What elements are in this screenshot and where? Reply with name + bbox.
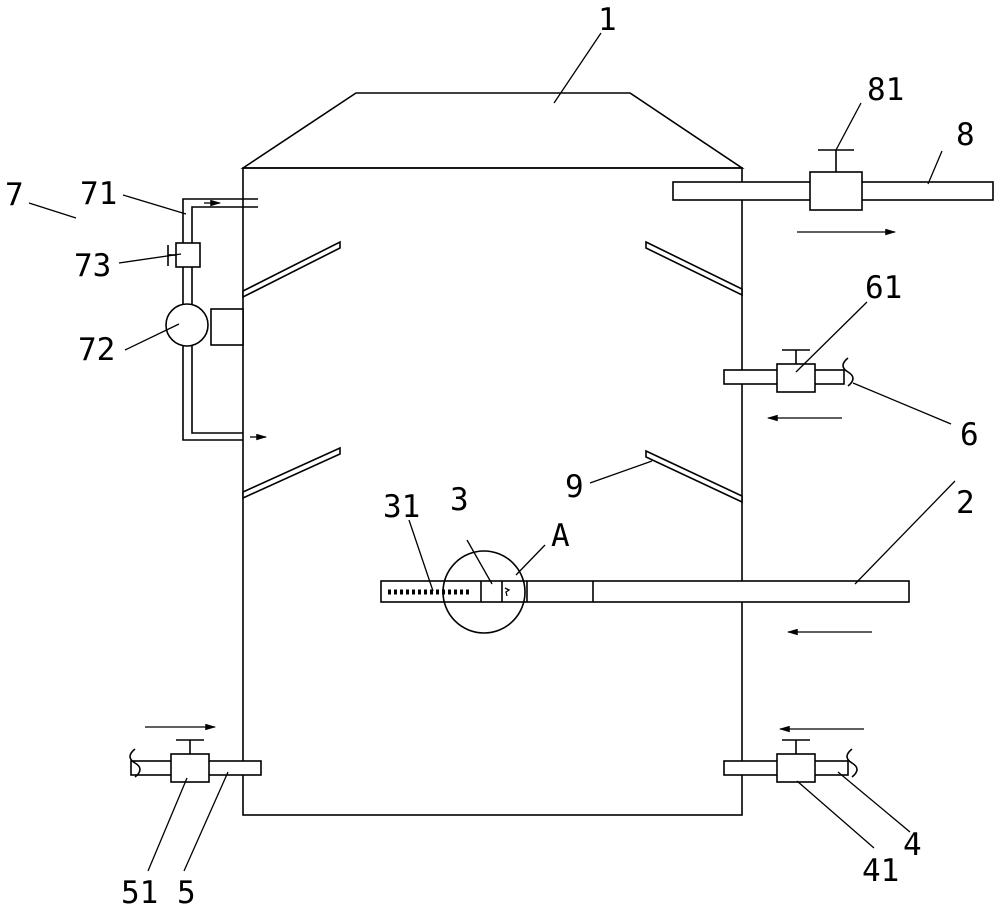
baffle-left-upper (242, 240, 341, 299)
leader-2 (854, 480, 956, 585)
pump-72-motor (210, 308, 244, 346)
baffles (242, 240, 743, 504)
circulation-loop-7 (165, 198, 268, 441)
label-41: 41 (862, 853, 899, 889)
baffle-right-upper (645, 240, 743, 297)
baffle-right-lower (645, 449, 743, 504)
leader-7 (28, 202, 77, 219)
label-1: 1 (598, 2, 617, 38)
leader-9 (589, 460, 653, 484)
valve-41-body (776, 753, 816, 783)
leader-51 (147, 777, 188, 872)
leader-41 (796, 780, 875, 849)
leader-73 (118, 253, 182, 264)
baffle-left-lower (242, 446, 341, 500)
vessel-body (242, 167, 743, 816)
label-4: 4 (903, 827, 922, 863)
label-31: 31 (383, 489, 420, 525)
leader-3 (466, 539, 493, 585)
vessel (240, 92, 745, 816)
pipe-6-break-mark (842, 357, 854, 387)
leader-71 (122, 194, 187, 215)
check-element-3 (504, 587, 511, 597)
leader-31 (408, 519, 434, 592)
leader-1 (553, 32, 602, 104)
label-51: 51 (121, 875, 158, 911)
label-73: 73 (74, 248, 111, 284)
label-61: 61 (865, 270, 902, 306)
pipe-4-assembly (723, 725, 864, 783)
pipe-4-break-mark (846, 748, 858, 778)
leader-8 (927, 150, 943, 185)
label-7: 7 (5, 177, 24, 213)
pipe-2 (380, 580, 910, 603)
detail-circle-A (442, 550, 526, 634)
vessel-top-hood (240, 92, 745, 169)
label-A: A (551, 518, 570, 554)
label-6: 6 (960, 417, 979, 453)
pump-72 (165, 303, 209, 347)
leader-6 (852, 382, 952, 425)
valve-73 (175, 242, 201, 268)
leader-81 (835, 102, 862, 151)
valve-81-body (809, 171, 863, 211)
reference-labels: 1 2 3 31 4 41 5 51 6 61 7 71 72 73 8 81 … (5, 2, 979, 911)
label-72: 72 (78, 332, 115, 368)
outlet-pipe-8 (672, 149, 994, 236)
label-81: 81 (867, 72, 904, 108)
label-71: 71 (80, 176, 117, 212)
leader-72 (124, 323, 180, 351)
label-5: 5 (177, 875, 196, 911)
leader-4 (837, 771, 911, 833)
leader-A (515, 544, 546, 576)
label-3: 3 (450, 482, 469, 518)
pipe-5-break-mark (129, 748, 141, 778)
valve-51-body (170, 753, 210, 783)
leader-lines (28, 32, 956, 872)
pipe-2-assembly (380, 550, 910, 636)
label-9: 9 (565, 469, 584, 505)
valve-61-body (776, 363, 816, 393)
leader-5 (183, 771, 229, 872)
label-2: 2 (956, 485, 975, 521)
leader-61 (795, 301, 868, 373)
pipe-5-assembly (129, 723, 262, 783)
pipe-6-assembly (723, 349, 854, 422)
label-8: 8 (956, 117, 975, 153)
